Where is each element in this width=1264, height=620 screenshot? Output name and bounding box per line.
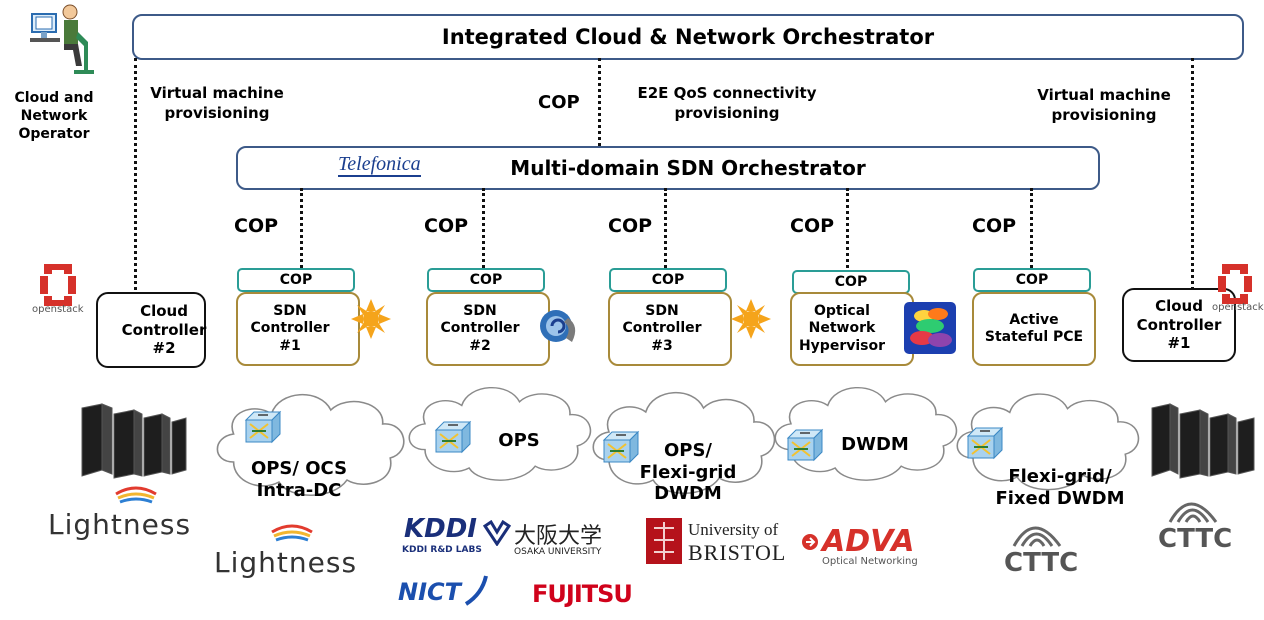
sdn-controller-2-label: SDN Controller #2	[440, 302, 520, 354]
switch-icon	[967, 427, 1003, 459]
cloud-controller-1[interactable]: Cloud Controller #1	[1122, 288, 1236, 362]
cttc-logo-mid: CTTC	[1004, 548, 1079, 578]
domain-5-label: Flexi-grid/ Fixed DWDM	[995, 466, 1125, 509]
cop-label-4: COP	[790, 215, 835, 237]
cop-interface-5[interactable]: COP	[973, 268, 1091, 292]
opendaylight-icon	[351, 299, 391, 339]
adva-logo: ADVA	[822, 524, 915, 559]
cttc-logo-right: CTTC	[1158, 524, 1233, 554]
cloud-controller-1-label: Cloud Controller #1	[1136, 296, 1222, 353]
cttc-wave-icon-mid	[1012, 526, 1062, 547]
integrated-orchestrator-box[interactable]: Integrated Cloud & Network Orchestrator	[132, 14, 1244, 60]
cop-label-1: COP	[234, 215, 279, 237]
cop-label-3: COP	[608, 215, 653, 237]
openstack-logo-right	[1218, 264, 1252, 304]
lightness-logo-left: Lightness	[48, 508, 192, 541]
operator-label: Cloud and Network Operator	[14, 90, 94, 143]
openstack-logo-left-text: openstack	[32, 304, 84, 315]
cop-interface-3[interactable]: COP	[609, 268, 727, 292]
cloud-controller-2[interactable]: Cloud Controller #2	[96, 292, 206, 368]
cop-interface-1[interactable]: COP	[237, 268, 355, 292]
optical-network-hypervisor-label: Optical Network Hypervisor	[798, 302, 886, 354]
cloud-controller-2-label: Cloud Controller #2	[121, 301, 207, 358]
lightness-logo-mid: Lightness	[214, 546, 358, 579]
domain-3-label: OPS/ Flexi-grid DWDM	[639, 440, 737, 505]
kddi-sub-text: KDDI R&D LABS	[402, 545, 482, 555]
switch-icon	[245, 411, 281, 443]
sdn-controller-1[interactable]: SDN Controller #1	[236, 292, 360, 366]
top-cop-link	[598, 58, 601, 146]
cop-link-3	[664, 188, 667, 268]
cop-interface-2[interactable]: COP	[427, 268, 545, 292]
sdn-controller-3-label: SDN Controller #3	[622, 302, 702, 354]
opendaylight-icon	[731, 299, 771, 339]
server-rack-left-icon	[81, 403, 187, 479]
openstack-logo-left	[40, 264, 76, 306]
osaka-university-logo: 大阪大学	[514, 524, 603, 549]
active-stateful-pce-label: Active Stateful PCE	[984, 311, 1084, 346]
cop-interface-4[interactable]: COP	[792, 270, 910, 294]
cop-link-4	[846, 188, 849, 268]
vm-left-link	[134, 58, 137, 290]
lightness-logo-mid-icon	[271, 524, 313, 542]
cop-label-2: COP	[424, 215, 469, 237]
cop-link-5	[1030, 188, 1033, 268]
vm-right-link	[1191, 58, 1194, 290]
kddi-logo: KDDI	[404, 514, 477, 544]
domain-4-label: DWDM	[841, 434, 909, 455]
domain-1-label: OPS/ OCS Intra-DC	[250, 458, 348, 501]
bristol-logo-line1: University of	[688, 520, 779, 539]
ryu-icon	[540, 310, 576, 342]
cop-top-label: COP	[538, 92, 580, 113]
e2e-qos-label: E2E QoS connectivity provisioning	[637, 84, 817, 122]
cop-link-1	[300, 188, 303, 268]
sdn-controller-2[interactable]: SDN Controller #2	[426, 292, 550, 366]
cttc-wave-icon-right	[1168, 502, 1218, 523]
vm-provisioning-right-label: Virtual machine provisioning	[1037, 86, 1171, 124]
nict-swoosh-icon	[464, 575, 488, 606]
multi-cloud-icon	[904, 302, 956, 354]
sdn-orchestrator-box[interactable]: Telefonica Multi-domain SDN Orchestrator	[236, 146, 1100, 190]
optical-network-hypervisor[interactable]: Optical Network Hypervisor	[790, 292, 914, 366]
adva-sub-text: Optical Networking	[822, 556, 918, 567]
adva-logo-icon	[802, 534, 818, 550]
integrated-orchestrator-title: Integrated Cloud & Network Orchestrator	[441, 25, 935, 49]
telefonica-logo: Telefonica	[338, 153, 421, 177]
bristol-crest-icon	[646, 518, 682, 564]
osaka-university-icon	[482, 520, 512, 546]
sdn-controller-1-label: SDN Controller #1	[250, 302, 330, 354]
sdn-orchestrator-title: Multi-domain SDN Orchestrator	[510, 156, 866, 180]
bristol-logo-line2: BRISTOL	[688, 540, 787, 565]
operator-person-icon	[30, 4, 94, 74]
osaka-university-sub-text: OSAKA UNIVERSITY	[514, 547, 602, 557]
cop-link-2	[482, 188, 485, 268]
active-stateful-pce[interactable]: Active Stateful PCE	[972, 292, 1096, 366]
server-rack-right-icon	[1151, 403, 1255, 479]
openstack-logo-right-text: openstack	[1212, 302, 1264, 313]
switch-icon	[787, 429, 823, 461]
vm-provisioning-left-label: Virtual machine provisioning	[150, 84, 284, 122]
fujitsu-logo: FUJITSU	[532, 580, 633, 608]
switch-icon	[435, 421, 471, 453]
domain-2-label: OPS	[498, 430, 540, 451]
lightness-logo-left-icon	[115, 486, 157, 504]
cop-label-5: COP	[972, 215, 1017, 237]
nict-logo: NICT	[398, 578, 461, 606]
sdn-controller-3[interactable]: SDN Controller #3	[608, 292, 732, 366]
